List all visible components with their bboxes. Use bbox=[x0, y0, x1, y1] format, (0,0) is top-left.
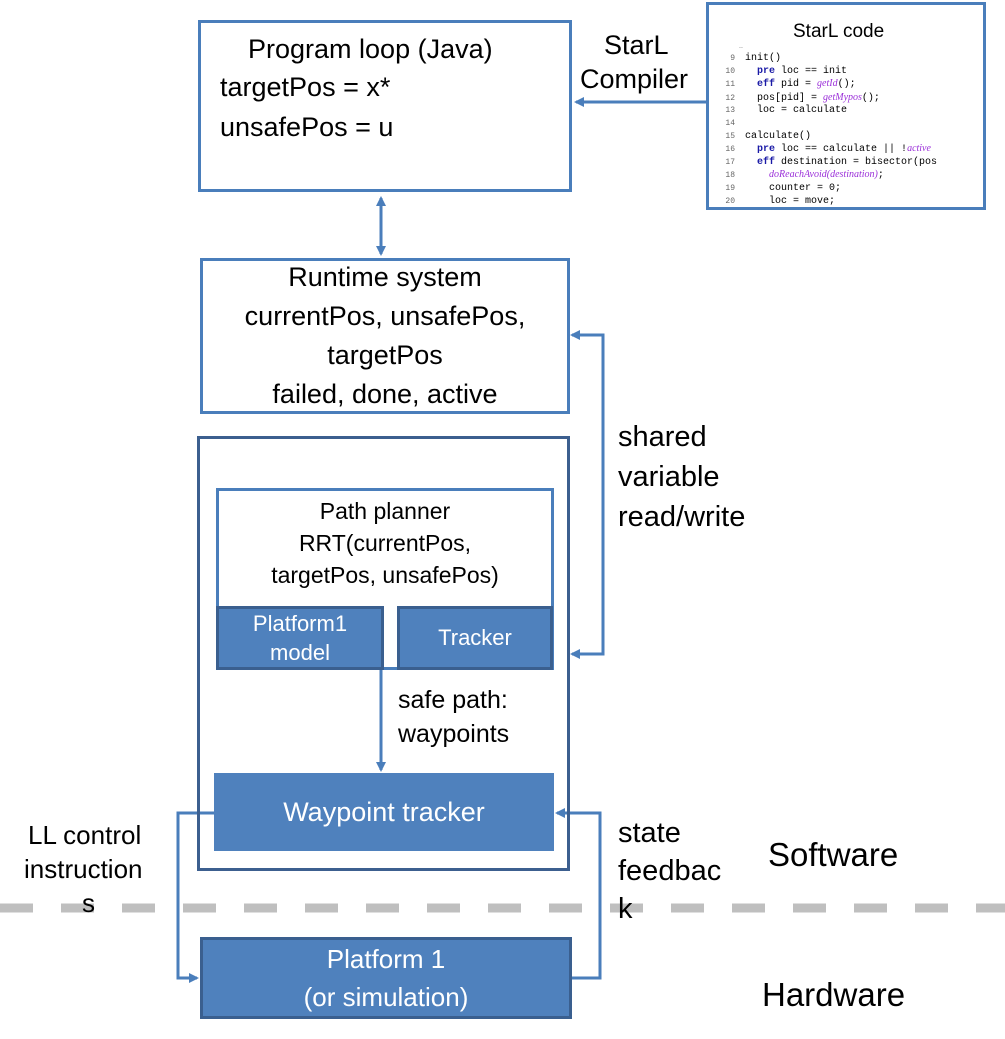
runtime-line4: failed, done, active bbox=[272, 379, 498, 409]
platform-model-line1: Platform1 bbox=[252, 611, 348, 636]
compiler-label-line1: StarL bbox=[604, 30, 669, 60]
code-ellipsis: .. bbox=[739, 43, 743, 50]
path-planner-line2: RRT(currentPos, bbox=[298, 530, 472, 556]
code-function: getMypos bbox=[823, 91, 862, 103]
code-line-number: 11 bbox=[725, 80, 735, 90]
platform-model-line2: model bbox=[270, 640, 330, 665]
code-line-number: 15 bbox=[725, 131, 735, 141]
shared-variable-label-1: shared bbox=[618, 421, 707, 453]
code-line-number: 12 bbox=[725, 93, 735, 103]
tracker-box: Tracker bbox=[397, 606, 553, 670]
platform-model-box: Platform1 model bbox=[216, 606, 384, 670]
program-loop-box bbox=[198, 20, 572, 192]
shared-variable-label-2: variable bbox=[618, 461, 720, 493]
code-line-number: 9 bbox=[730, 54, 735, 63]
program-loop-unsafe: unsafePos = u bbox=[220, 112, 394, 142]
code-line: 20 loc = move; bbox=[709, 196, 937, 207]
ll-control-arrow bbox=[176, 811, 214, 983]
code-line-number: 17 bbox=[725, 157, 735, 167]
compiler-label-line2: Compiler bbox=[580, 64, 689, 94]
hardware-label: Hardware bbox=[762, 976, 906, 1013]
platform-hardware-line2: (or simulation) bbox=[303, 982, 469, 1012]
code-keyword: pre bbox=[757, 144, 776, 156]
code-line-number: 18 bbox=[725, 171, 735, 181]
path-planner-line3: targetPos, unsafePos) bbox=[271, 562, 499, 588]
code-keyword: eff bbox=[757, 79, 776, 91]
runtime-line2: currentPos, unsafePos, bbox=[244, 301, 526, 331]
platform-hardware-box: Platform 1 (or simulation) bbox=[200, 937, 572, 1019]
code-line: 12 pos[pid] = getMypos(); bbox=[709, 92, 937, 106]
code-line: 18 doReachAvoid(destination); bbox=[709, 169, 937, 183]
safe-path-label-1: safe path: bbox=[398, 686, 508, 714]
code-line: 14 bbox=[709, 118, 937, 131]
code-function: active bbox=[907, 143, 931, 155]
program-loop-target: targetPos = x* bbox=[220, 72, 391, 102]
code-function: getId bbox=[817, 78, 838, 90]
platform-hardware-line1: Platform 1 bbox=[326, 944, 446, 974]
code-line: 17 eff destination = bisector(pos bbox=[709, 157, 937, 170]
software-container bbox=[197, 436, 570, 871]
code-panel-title: StarL code bbox=[793, 21, 885, 42]
code-line: 10 pre loc == init bbox=[709, 66, 937, 79]
program-loop-title: Program loop (Java) bbox=[248, 34, 493, 64]
safe-path-label-2: waypoints bbox=[398, 720, 510, 748]
state-feedback-label-2: feedbac bbox=[618, 855, 722, 887]
shared-variable-label-3: read/write bbox=[618, 501, 746, 533]
code-line: 13 loc = calculate bbox=[709, 105, 937, 118]
waypoint-tracker-label: Waypoint tracker bbox=[283, 796, 485, 827]
runtime-system-box: Runtime system currentPos, unsafePos, ta… bbox=[200, 258, 570, 414]
code-line-number: 10 bbox=[725, 66, 735, 76]
ll-control-label-1: LL control bbox=[28, 820, 142, 850]
code-line-number: 19 bbox=[725, 183, 735, 193]
runtime-line3: targetPos bbox=[327, 340, 443, 370]
code-line-number: 16 bbox=[725, 145, 735, 155]
code-line: 11 eff pid = getId(); bbox=[709, 78, 937, 92]
code-keyword: pre bbox=[757, 65, 776, 77]
code-line-number: 20 bbox=[725, 196, 735, 206]
shared-variable-arrow bbox=[570, 330, 605, 659]
path-planner-title: Path planner bbox=[319, 498, 451, 524]
code-line-number: 14 bbox=[725, 118, 735, 128]
state-feedback-label-1: state bbox=[618, 817, 681, 849]
runtime-title: Runtime system bbox=[288, 262, 482, 292]
code-keyword: eff bbox=[757, 156, 776, 168]
code-line-number: 13 bbox=[725, 106, 735, 116]
tracker-label: Tracker bbox=[438, 625, 512, 650]
state-feedback-arrow bbox=[555, 808, 602, 980]
ll-control-label-3: s bbox=[82, 888, 95, 918]
software-label: Software bbox=[768, 836, 899, 873]
code-function: doReachAvoid(destination) bbox=[769, 169, 878, 181]
ll-control-label-2: instruction bbox=[24, 854, 143, 884]
state-feedback-label-3: k bbox=[618, 893, 633, 925]
code-line: 19 counter = 0; bbox=[709, 183, 937, 196]
waypoint-tracker-box: Waypoint tracker bbox=[214, 773, 554, 851]
code-line: 16 pre loc == calculate || !active bbox=[709, 143, 937, 157]
